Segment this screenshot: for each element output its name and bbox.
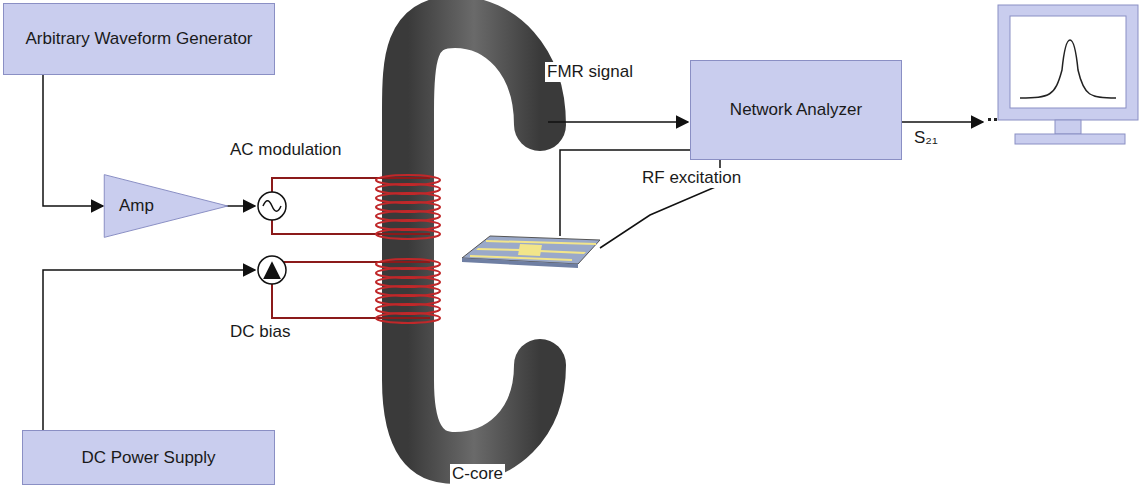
computer-monitor (988, 5, 1138, 144)
node-text: DC Power Supply (81, 448, 215, 468)
node-text: Amp (103, 196, 154, 216)
node-text: Network Analyzer (730, 100, 862, 120)
annotation-label: DC bias (228, 322, 292, 342)
signal-connector (43, 75, 103, 206)
annotation-label: C-core (450, 464, 505, 484)
cpw-chip (462, 236, 600, 268)
power-supply-box: DC Power Supply (22, 430, 275, 485)
annotation-label: RF excitation (640, 168, 743, 188)
annotation-label: FMR signal (545, 62, 635, 82)
coil-windings (376, 175, 440, 323)
generator-box: Arbitrary Waveform Generator (3, 3, 275, 75)
analyzer-box: Network Analyzer (690, 60, 902, 160)
node-text: Arbitrary Waveform Generator (25, 29, 252, 49)
annotation-label: AC modulation (228, 140, 344, 160)
annotation-label: S₂₁ (912, 128, 940, 148)
ac-source (272, 178, 430, 234)
amplifier-triangle: Amp (103, 174, 229, 238)
